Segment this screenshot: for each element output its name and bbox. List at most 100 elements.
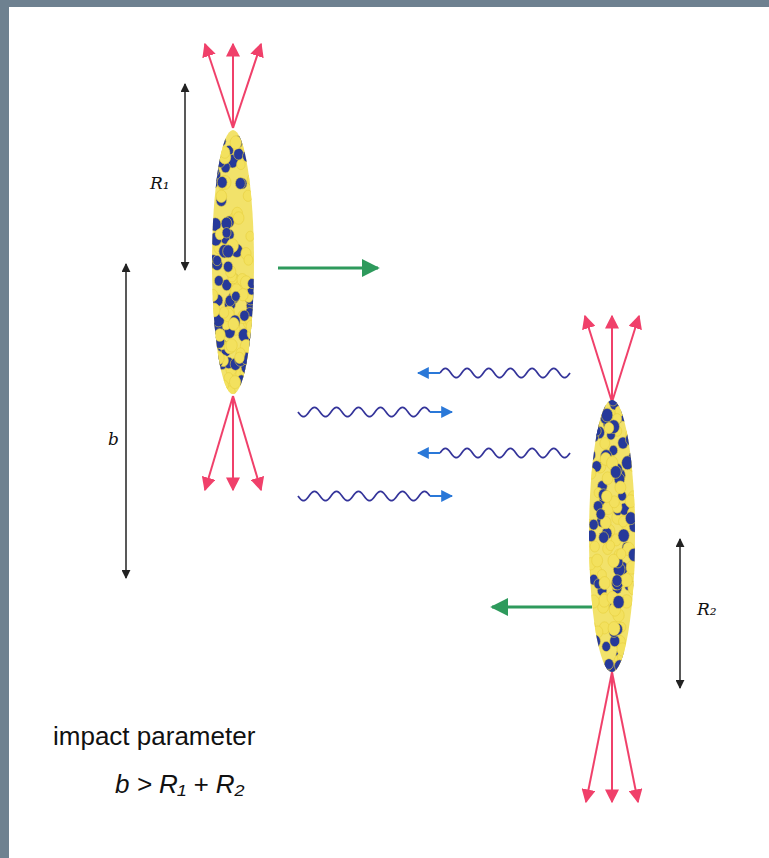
nucleon <box>617 643 628 656</box>
nucleon <box>212 146 221 156</box>
photon <box>418 448 570 457</box>
dimension-line <box>679 539 681 688</box>
photon <box>298 407 452 416</box>
photon <box>298 491 452 500</box>
nucleon <box>209 156 220 169</box>
nucleon <box>614 660 624 672</box>
nucleon <box>599 577 610 590</box>
field-line <box>586 672 612 802</box>
nucleon <box>213 352 224 365</box>
nucleon <box>248 278 257 288</box>
nucleon <box>223 245 234 258</box>
nucleon <box>213 125 222 135</box>
nucleon <box>625 433 636 445</box>
nucleon <box>613 595 624 608</box>
nucleon <box>207 145 216 156</box>
nucleon <box>214 329 225 342</box>
nucleon <box>237 159 246 169</box>
field-line <box>612 672 638 802</box>
nucleon <box>209 138 220 151</box>
nucleon <box>247 173 258 186</box>
nucleon <box>622 404 632 416</box>
nucleon <box>216 386 226 398</box>
nucleon <box>213 255 222 265</box>
nucleon <box>589 417 600 430</box>
nucleon <box>588 416 598 428</box>
motion-arrow <box>278 267 378 270</box>
nucleon <box>625 495 636 508</box>
nucleon <box>594 397 604 409</box>
nucleon <box>585 652 596 665</box>
field-line <box>233 396 261 490</box>
nucleon <box>592 554 603 567</box>
photon-head <box>418 452 440 454</box>
nucleon <box>612 575 622 587</box>
nucleon <box>602 641 611 651</box>
photons <box>298 368 570 500</box>
nucleon <box>246 320 257 332</box>
nucleon <box>217 388 226 399</box>
nucleon <box>602 490 612 502</box>
nucleon <box>243 151 253 162</box>
photon-wave <box>440 368 570 377</box>
nucleon <box>232 291 241 301</box>
nucleon <box>626 561 637 575</box>
photon-head <box>430 411 452 413</box>
nucleon <box>214 132 225 145</box>
nucleon <box>621 573 632 586</box>
nucleon <box>209 354 219 365</box>
nucleon <box>625 655 635 667</box>
nucleon <box>618 529 629 542</box>
photon-head <box>430 495 452 497</box>
nucleon <box>235 352 245 363</box>
nucleon <box>628 548 639 561</box>
field-line <box>232 396 234 490</box>
nucleon <box>623 402 632 413</box>
nucleon <box>593 660 604 674</box>
nucleon <box>625 512 636 525</box>
nucleon <box>230 136 241 149</box>
nucleon <box>593 426 602 436</box>
radius-label: R₂ <box>697 600 717 619</box>
field-line <box>232 44 234 128</box>
nucleons <box>584 394 640 675</box>
nucleon <box>589 519 598 530</box>
nucleon <box>586 632 596 644</box>
radius-label: R₁ <box>150 174 170 193</box>
nucleon <box>210 377 219 388</box>
nucleon <box>216 190 227 203</box>
nucleon <box>617 549 626 560</box>
nucleon <box>618 395 627 406</box>
nucleon <box>585 646 594 657</box>
nucleon <box>219 307 229 318</box>
field-line <box>611 672 613 802</box>
field-line <box>233 44 261 128</box>
photon-wave <box>298 407 430 416</box>
nucleon <box>222 228 231 239</box>
nucleon <box>586 530 596 542</box>
nucleon <box>217 176 227 188</box>
nucleon <box>220 380 229 390</box>
nucleon <box>234 148 244 160</box>
nucleon <box>622 456 634 470</box>
nucleon <box>591 658 602 671</box>
nucleon <box>608 394 618 406</box>
nucleon <box>585 449 595 461</box>
nucleon <box>590 541 599 552</box>
photon-wave <box>440 448 570 457</box>
nucleon <box>209 364 219 375</box>
panel <box>9 7 769 858</box>
nucleon <box>604 422 613 433</box>
nucleon <box>615 481 626 494</box>
nucleon <box>606 541 615 551</box>
nucleon <box>588 416 600 430</box>
condition-formula: b > R₁ + R₂ <box>115 770 244 799</box>
nucleon <box>589 635 600 648</box>
nucleon <box>244 255 253 265</box>
photon-head <box>418 372 440 374</box>
nucleon <box>245 365 255 376</box>
field-lines <box>205 44 639 802</box>
nucleon <box>246 125 255 136</box>
nucleon <box>588 654 597 664</box>
